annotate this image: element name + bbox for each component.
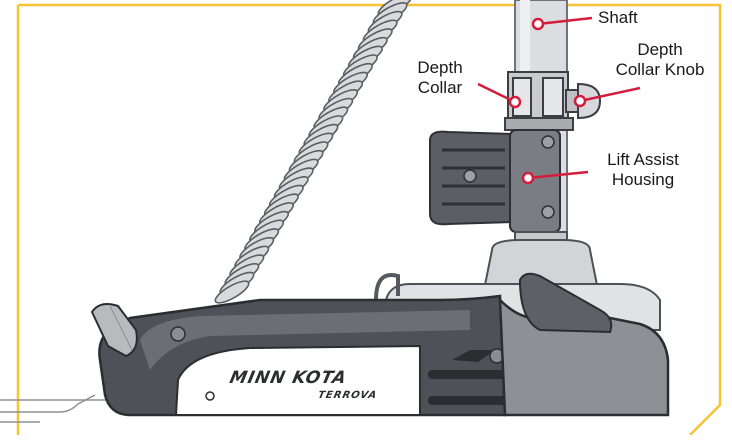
label-lift-assist-line1: Lift Assist	[607, 150, 679, 169]
yellow-frame	[16, 3, 722, 436]
coiled-cable	[214, 0, 413, 304]
cable-loop	[374, 273, 400, 301]
shaft-leader-line	[537, 16, 593, 26]
label-depth-collar-knob-line1: Depth	[637, 40, 683, 59]
knob-leader-line	[579, 86, 641, 103]
lift-assist-leader-line	[527, 170, 589, 180]
shaft-callout-dot	[531, 17, 545, 31]
right-bracket	[498, 272, 670, 417]
label-depth-collar-knob: Depth Collar Knob	[605, 40, 715, 80]
lift-assist-callout-dot	[521, 171, 535, 185]
label-depth-collar-line2: Collar	[417, 78, 463, 97]
collar-leader-line	[477, 82, 516, 104]
cable-lines	[0, 394, 110, 423]
coil-loop	[214, 280, 250, 304]
label-shaft: Shaft	[598, 8, 638, 27]
label-depth-collar: Depth Collar	[400, 58, 480, 98]
label-depth-collar-line1: Depth	[417, 58, 463, 77]
depth-collar	[504, 71, 574, 131]
mount-neck	[482, 231, 600, 291]
label-depth-collar-knob-line2: Collar Knob	[615, 60, 705, 79]
label-lift-assist-housing: Lift Assist Housing	[588, 150, 698, 190]
knob-callout-dot	[573, 94, 587, 108]
rear-knob	[90, 303, 138, 358]
lift-assist-housing	[429, 129, 561, 233]
label-lift-assist-line2: Housing	[611, 170, 675, 189]
collar-callout-dot	[508, 95, 522, 109]
